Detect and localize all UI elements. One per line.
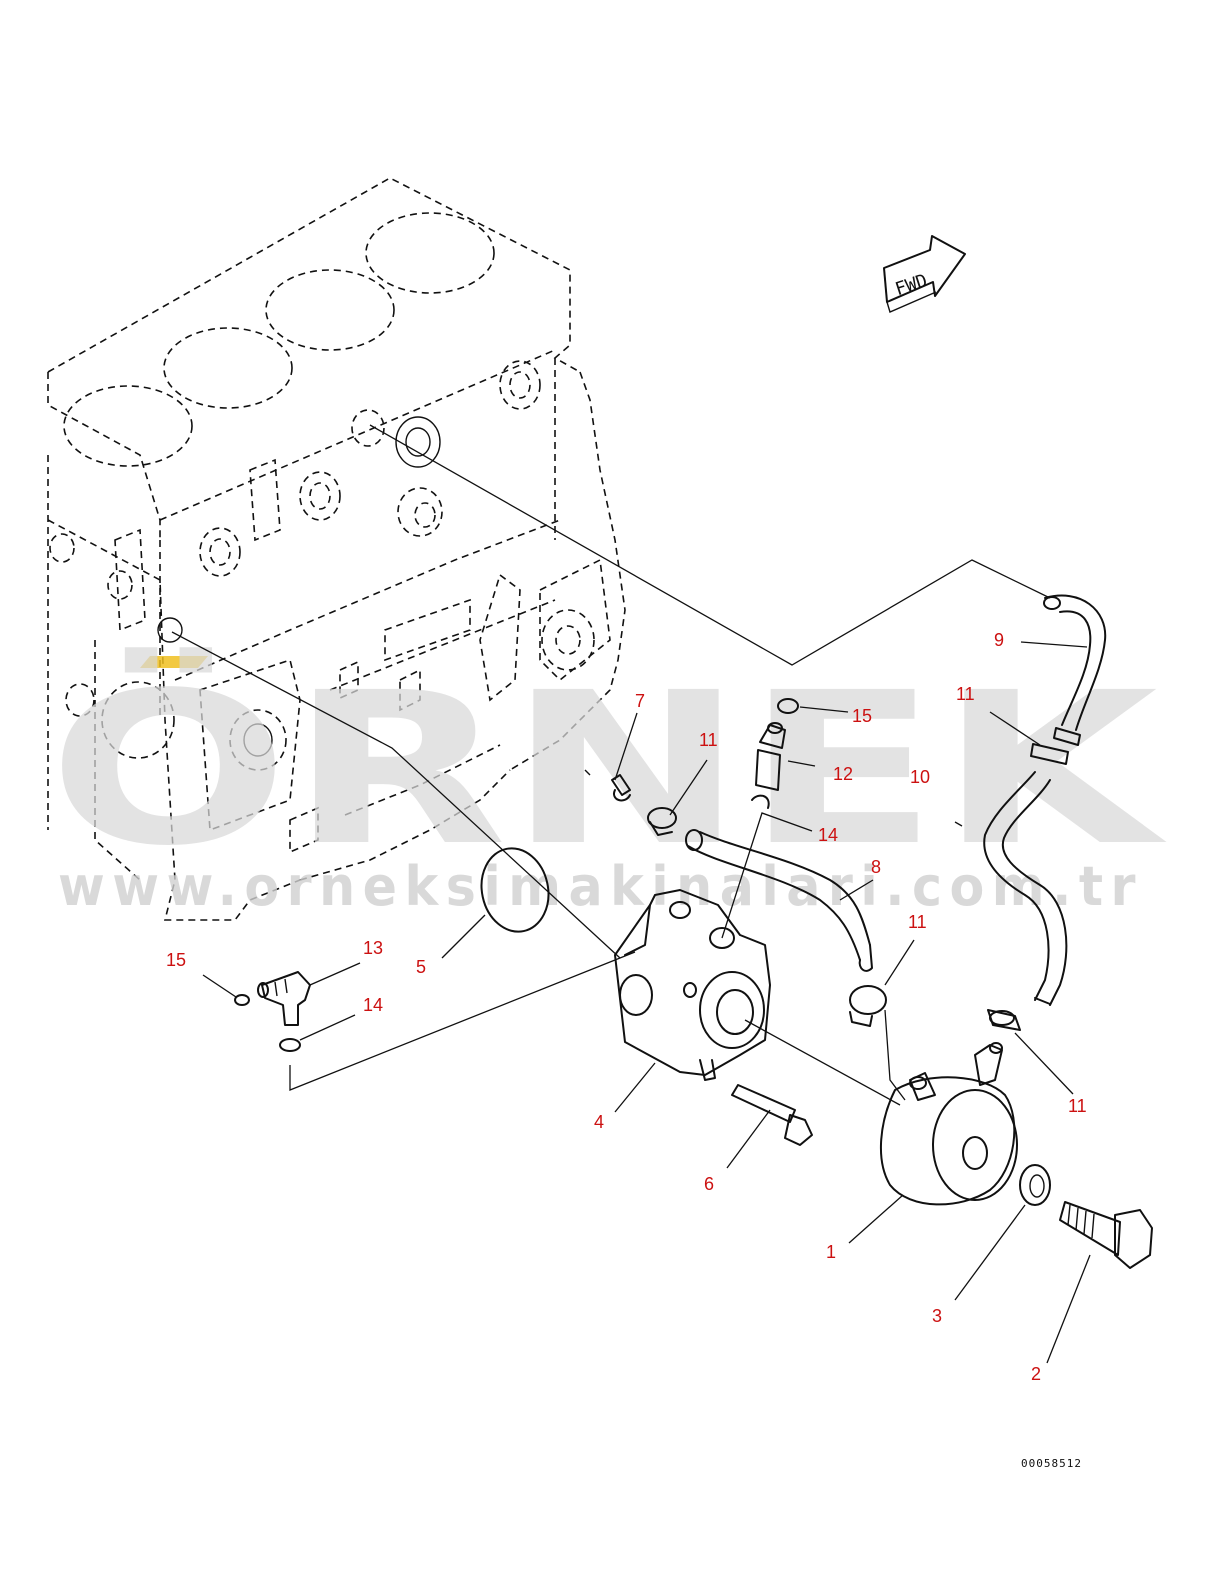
drawing-id: 00058512 (1021, 1457, 1082, 1470)
leader-lines (202, 641, 1091, 1364)
fwd-marker: FWD (883, 235, 966, 313)
callout-11-left: 11 (699, 730, 718, 750)
callout-9: 9 (994, 630, 1004, 650)
watermark-url: www.orneksimakinalari.com.tr (58, 855, 1143, 918)
callout-15-left: 15 (166, 950, 186, 970)
part-12-nipple (755, 722, 786, 791)
callout-11-lower: 11 (1068, 1096, 1087, 1116)
callout-2: 2 (1031, 1364, 1041, 1384)
part-10-hose (983, 743, 1069, 1006)
part-14-oring-left (279, 1038, 301, 1052)
callout-7: 7 (635, 691, 645, 711)
part-11-clamp-middle (849, 985, 887, 1027)
callout-15-right: 15 (852, 706, 872, 726)
part-2-connector (1059, 1201, 1153, 1269)
callout-1: 1 (826, 1242, 836, 1262)
part-15-oring-left (234, 994, 250, 1006)
part-15-oring (777, 698, 799, 714)
forward-arrow-icon (883, 235, 966, 303)
part-1-oil-cooler (880, 1042, 1018, 1206)
callout-12: 12 (833, 764, 853, 784)
callout-4: 4 (594, 1112, 604, 1132)
part-4-cover (614, 889, 771, 1081)
callout-11-middle: 11 (908, 912, 927, 932)
part-6-bolt (731, 1084, 813, 1146)
watermark: ÖRNEK www.orneksimakinalari.com.tr (48, 646, 1168, 918)
part-8-hose (685, 829, 873, 972)
callout-3: 3 (932, 1306, 942, 1326)
callouts: 1 2 3 4 5 6 7 8 9 10 11 11 11 11 12 13 1… (166, 630, 1087, 1384)
watermark-accent (140, 656, 208, 668)
callout-6: 6 (704, 1174, 714, 1194)
part-5-oring (480, 847, 550, 933)
part-7-clip (584, 769, 631, 802)
engine-block (47, 177, 626, 921)
callout-11-top: 11 (956, 684, 975, 704)
callout-10: 10 (910, 767, 930, 787)
callout-13: 13 (363, 938, 383, 958)
part-9-hose (1043, 594, 1107, 746)
watermark-logo: ÖRNEK (48, 646, 1168, 892)
assembly-lines (171, 424, 1051, 1106)
callout-14-left: 14 (363, 995, 383, 1015)
part-3-washer (1019, 1164, 1051, 1206)
fwd-label: FWD (893, 270, 930, 300)
part-11-clamp-lower (987, 1009, 1021, 1031)
part-14-oring (751, 794, 770, 809)
callout-8: 8 (871, 857, 881, 877)
part-13-elbow (257, 971, 311, 1026)
callout-14-right: 14 (818, 825, 838, 845)
part-11-clamp-upper (647, 807, 677, 836)
callout-5: 5 (416, 957, 426, 977)
